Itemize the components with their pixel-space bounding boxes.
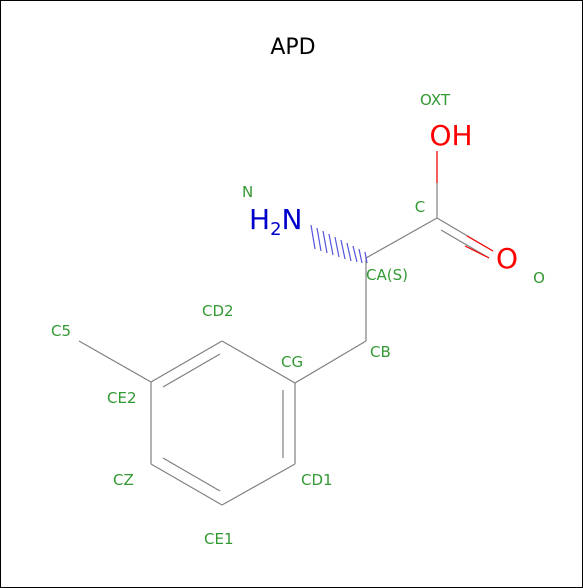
bond-cd2-ce2: [150, 340, 223, 383]
atom-name-o: O: [533, 269, 545, 287]
atom-name-oxt: OXT: [420, 91, 451, 109]
bond-o-segment: [466, 235, 494, 252]
bond-cz-ce1: [150, 463, 223, 506]
bond-ca-c: [365, 217, 438, 259]
bond-inner-cz-ce1: [162, 457, 221, 492]
atom-name-cd2: CD2: [202, 302, 234, 320]
bond-ce2-c5: [78, 340, 152, 383]
atom-name-c5: C5: [51, 322, 71, 340]
atom-name-cz: CZ: [113, 471, 134, 489]
bond-o-segment-b: [464, 245, 490, 259]
hashed-wedge-ca-n: [310, 224, 368, 264]
atom-name-c: C: [415, 198, 425, 216]
atom-name-ca: CA(S): [366, 266, 408, 284]
bond-cg-cb: [294, 340, 367, 384]
atom-name-ce1: CE1: [204, 530, 234, 548]
amine-label: H2N: [249, 203, 302, 240]
hydroxyl-label: OH: [429, 119, 472, 152]
bond-inner-cd2-ce2: [162, 353, 221, 388]
atom-name-ce2: CE2: [107, 389, 137, 407]
atom-name-n: N: [242, 183, 253, 201]
carbonyl-oxygen-label: O: [496, 242, 518, 275]
atom-name-cb: CB: [370, 343, 391, 361]
molecule-title: APD: [270, 35, 315, 60]
bond-ce1-cd1: [221, 463, 296, 506]
bond-cg-cd2: [221, 340, 296, 384]
atom-name-cd1: CD1: [301, 471, 333, 489]
atom-name-cg: CG: [281, 353, 303, 371]
